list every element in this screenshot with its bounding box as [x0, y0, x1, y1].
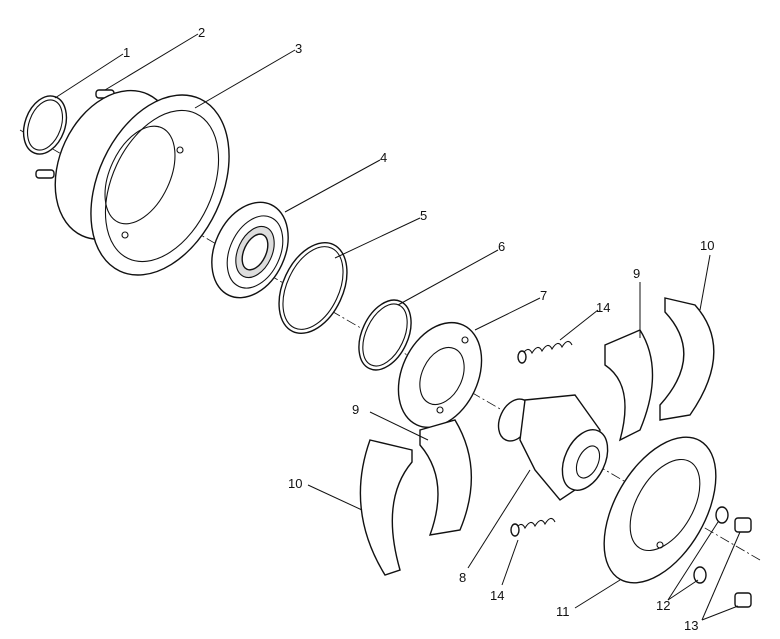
callout-labels: 1 2 3 4 5 6 7 14 9 10 9 10 8 14 11 12 13 — [123, 25, 714, 633]
part-6-snap-ring — [358, 299, 412, 371]
part-1-snap-ring — [22, 95, 68, 155]
callout-13: 13 — [684, 618, 698, 633]
callout-1: 1 — [123, 45, 130, 60]
callout-7: 7 — [540, 288, 547, 303]
part-3-drum-housing — [35, 89, 230, 276]
part-14-spring-upper — [517, 340, 573, 364]
part-8-hub — [497, 394, 609, 501]
callout-10-lower: 10 — [288, 476, 302, 491]
callout-5: 5 — [420, 208, 427, 223]
part-9-shoe-upper — [604, 329, 654, 442]
callout-9-lower: 9 — [352, 402, 359, 417]
leader-lines — [54, 33, 741, 621]
callout-10-upper: 10 — [700, 238, 714, 253]
part-4-bearing — [211, 201, 289, 299]
callout-6: 6 — [498, 239, 505, 254]
callout-3: 3 — [295, 41, 302, 56]
callout-4: 4 — [380, 150, 387, 165]
part-5-retaining-ring — [278, 241, 348, 335]
part-11-backing-plate — [603, 436, 717, 584]
part-14-spring-lower — [510, 517, 556, 537]
callout-2: 2 — [198, 25, 205, 40]
part-9-shoe-lower — [419, 419, 473, 536]
callout-9-upper: 9 — [633, 266, 640, 281]
part-13-bolts — [734, 517, 752, 608]
part-7-thrust-plate — [397, 321, 483, 429]
callout-14-lower: 14 — [490, 588, 504, 603]
part-10-brake-band-lower — [359, 439, 413, 576]
callout-14-upper: 14 — [596, 300, 610, 315]
callout-8: 8 — [459, 570, 466, 585]
callout-11: 11 — [556, 604, 570, 619]
part-10-brake-band-upper — [659, 297, 715, 421]
callout-12: 12 — [656, 598, 670, 613]
part-12-washers — [693, 506, 729, 584]
